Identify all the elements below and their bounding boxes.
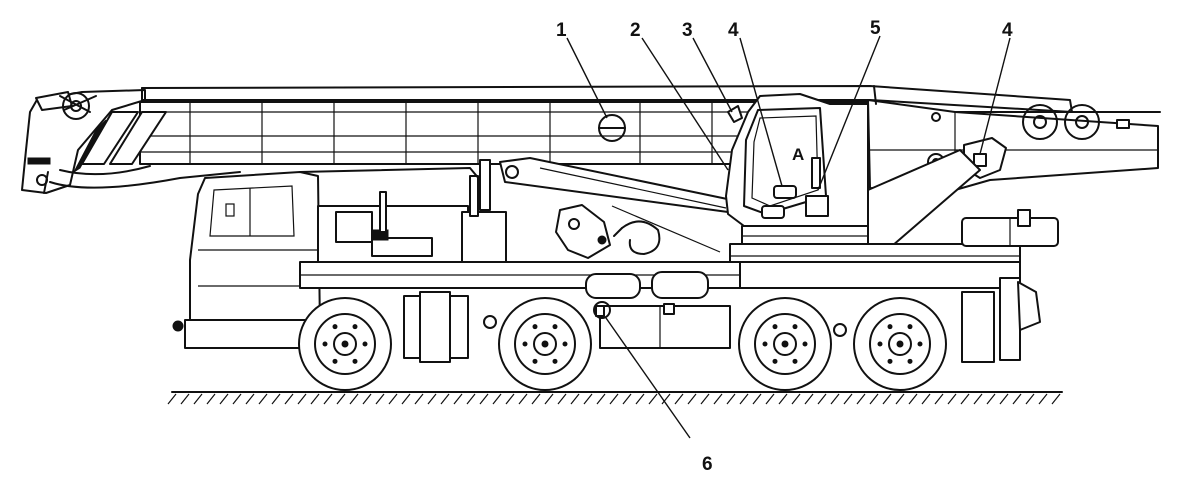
crane-operator-cab: A [725,93,981,247]
callout-4-boom: 4 [1002,20,1013,41]
callout-2: 2 [630,20,641,41]
callout-6: 6 [702,454,713,475]
wheel [853,297,947,391]
wheel [498,297,592,391]
callout-1: 1 [556,20,567,41]
truck-carrier [172,167,1041,363]
ground [167,391,1063,405]
wheel [738,297,832,391]
leader-lines [566,35,1011,439]
hook-block [555,204,721,259]
cab-marker-A: A [792,145,804,164]
callout-4-cab: 4 [728,20,739,41]
callout-3: 3 [682,20,693,41]
callout-5: 5 [870,18,881,39]
wheel [298,297,392,391]
luffing-cylinder [479,157,733,213]
turntable-frame [729,209,1059,267]
wheels [298,297,947,391]
callout-labels: 1 2 3 4 5 4 6 [556,18,1013,475]
